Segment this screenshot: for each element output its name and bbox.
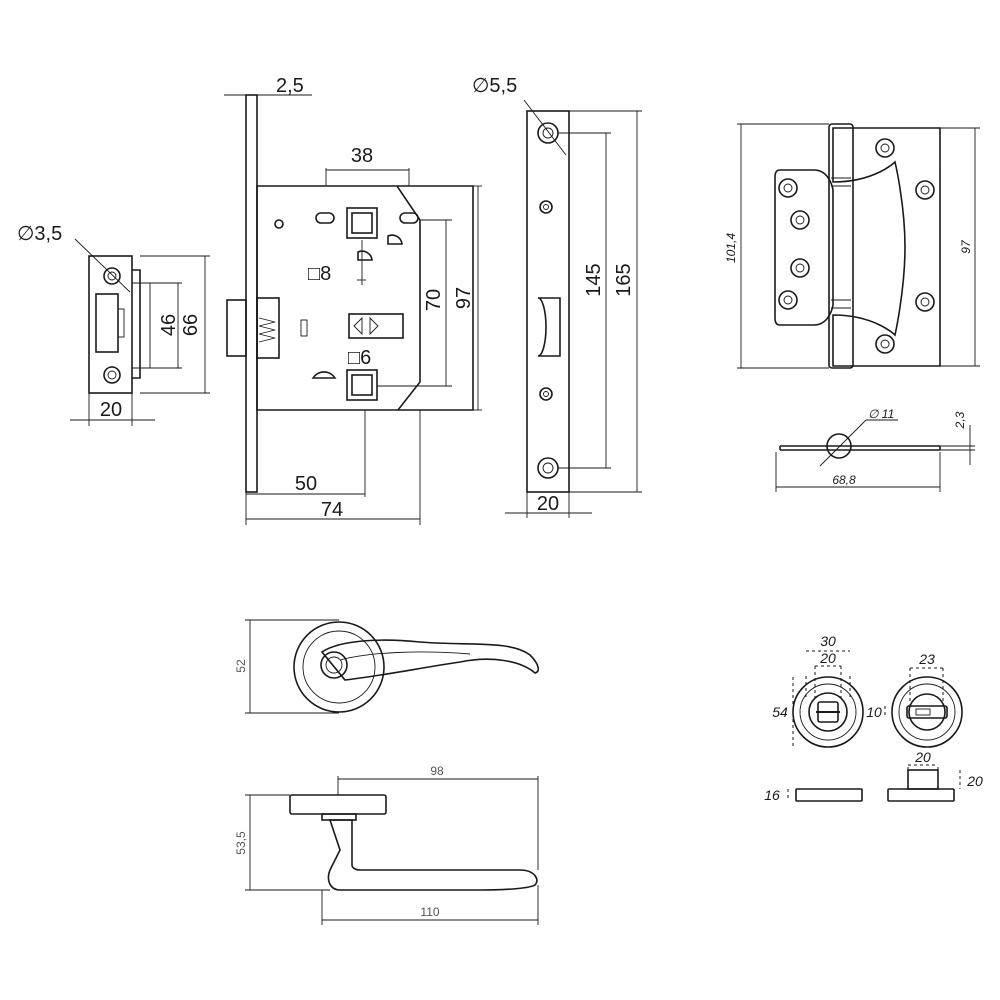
strike-outer-height-label: 66 [180,314,202,336]
body-height-label: 97 [453,287,475,309]
strike-plate-lip [132,269,141,379]
rose-height-label: 52 [234,659,248,673]
knob-base-right [887,788,955,802]
forend-thickness-label: 2,5 [276,75,304,97]
spindle-width-label: 20 [914,749,931,765]
knob-outer-width-label: 30 [820,633,836,649]
privacy-hub [346,369,378,401]
hinge-outer-height-label: 101,4 [724,233,738,263]
faceplate-hole-dia-label: ∅5,5 [472,75,517,97]
knob-spindle [907,769,939,790]
strike-hole-dia-label: ∅3,5 [17,223,62,245]
handle-length-label: 110 [420,905,439,919]
slot-height-label: 10 [866,704,882,720]
handle-lever-side [327,819,538,891]
knob-inner-width-label: 20 [819,650,836,666]
knob-diameter-label: 54 [772,704,788,720]
faceplate-outline [526,110,570,493]
hinge: 101,4 97 ∅ 11 2,3 68,8 [724,123,980,492]
body-depth-label: 74 [321,499,343,521]
thumb-width-label: 23 [918,651,935,667]
wc-knob: 30 20 54 23 10 16 20 20 [764,633,983,803]
handle-spacing-label: 38 [351,145,373,167]
strike-plate-latch-hole [95,293,119,353]
faceplate-width-label: 20 [537,493,559,515]
lock-case [256,185,421,411]
strike-screw-hole-top [103,267,121,285]
spindle-square-label: □8 [308,263,331,285]
wc-thumbturn [891,676,963,748]
hinge-knuckle-section [826,433,852,459]
hinge-thickness-label: 2,3 [953,411,967,429]
hinge-open-width-label: 68,8 [832,473,856,487]
strike-inner-height-label: 46 [158,314,180,336]
knob-base-left [795,788,863,802]
hinge-inner-height-label: 97 [959,239,973,254]
handle-rose [293,621,385,713]
base-thickness-label: 16 [764,787,780,803]
handle-front-view: 52 [234,619,540,714]
faceplate-latch-slot [537,297,561,357]
backset-label: 50 [295,473,317,495]
strike-width-label: 20 [100,399,122,421]
wc-knob-left [792,676,864,748]
handle-lever-top [320,639,540,681]
latch-bolt [226,299,247,357]
handle-projection-label: 98 [430,764,444,778]
faceplate-length-label: 165 [613,263,635,296]
hinge-knuckle [828,123,854,369]
faceplate: ∅5,5 145 165 20 [472,75,642,518]
spindle-hub [346,207,378,239]
handle-rose-side [289,794,387,815]
knuckle-dia-label: ∅ 11 [868,407,894,421]
spindle-height-label: 20 [966,773,983,789]
handle-side-view: 98 53,5 110 [234,764,539,925]
lock-body: 2,5 38 □8 □6 70 97 50 74 [224,75,482,525]
lock-forend [245,94,258,493]
hinge-outer-leaf [832,127,941,367]
strike-screw-hole-bottom [103,366,121,384]
latch-spring [258,317,276,343]
strike-plate-outline [88,255,133,394]
strike-plate: ∅3,5 46 66 20 [17,223,210,426]
center-distance-label: 70 [423,289,445,311]
handle-height-label: 53,5 [234,831,248,855]
cam-follower [348,313,404,339]
privacy-square-label: □6 [348,347,371,369]
hinge-inner-leaf [774,169,834,326]
hole-spacing-label: 145 [583,263,605,296]
